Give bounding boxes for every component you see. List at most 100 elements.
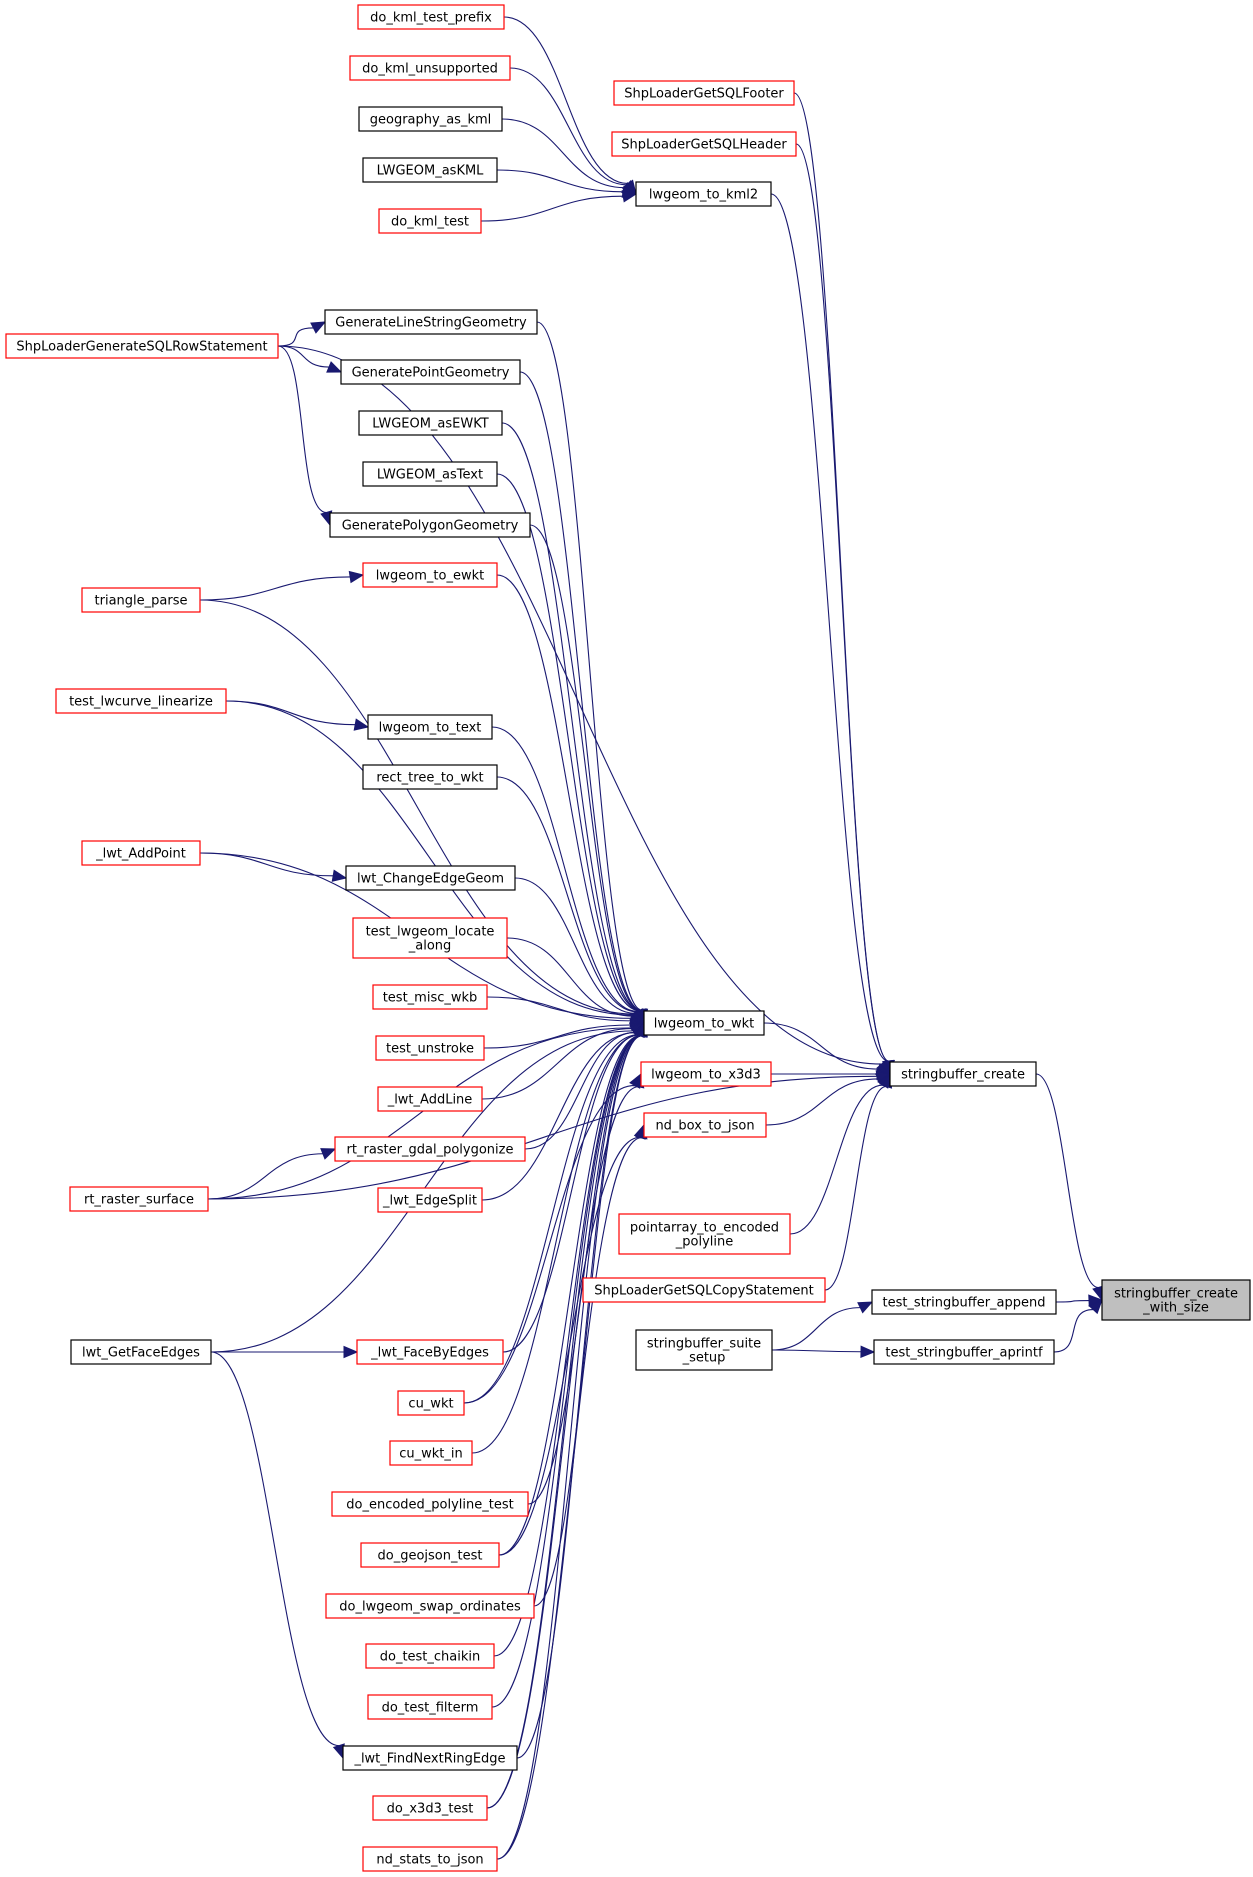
graph-node-x3d3[interactable]: lwgeom_to_x3d3 xyxy=(640,1061,772,1087)
node-label: rt_raster_gdal_polygonize xyxy=(347,1143,514,1158)
node-label: GenerateLineStringGeometry xyxy=(335,316,527,331)
node-box xyxy=(324,309,538,335)
arrowhead-icon xyxy=(860,1345,876,1358)
graph-node-changeedge[interactable]: lwt_ChangeEdgeGeom xyxy=(345,865,516,891)
graph-node-test-append[interactable]: test_stringbuffer_append xyxy=(871,1289,1057,1315)
edge-line xyxy=(496,169,624,193)
edge-line xyxy=(463,1084,635,1404)
graph-node-sb-create[interactable]: stringbuffer_create xyxy=(889,1061,1037,1087)
edge-line xyxy=(493,1035,642,1657)
graph-node-triangle[interactable]: triangle_parse xyxy=(81,587,201,613)
arrowhead-icon xyxy=(1088,1299,1103,1315)
graph-node-kml2[interactable]: lwgeom_to_kml2 xyxy=(635,181,772,207)
graph-node-test-aprintf[interactable]: test_stringbuffer_aprintf xyxy=(873,1339,1055,1365)
graph-node-cu-wkt-in[interactable]: cu_wkt_in xyxy=(389,1440,473,1466)
graph-node-nextring[interactable]: _lwt_FindNextRingEdge xyxy=(342,1745,518,1771)
edge-line xyxy=(199,599,635,1015)
graph-node-encpoly[interactable]: pointarray_to_encoded_polyline xyxy=(618,1213,791,1255)
graph-node-x3d3-test[interactable]: do_x3d3_test xyxy=(372,1795,488,1821)
graph-node-astext[interactable]: LWGEOM_asText xyxy=(362,461,498,487)
graph-node-misc-wkb[interactable]: test_misc_wkb xyxy=(372,984,488,1010)
graph-node-to-text[interactable]: lwgeom_to_text xyxy=(367,714,493,740)
node-box xyxy=(357,4,505,30)
edge-line xyxy=(491,726,639,1012)
node-label: rect_tree_to_wkt xyxy=(376,771,483,786)
node-box xyxy=(873,1339,1055,1365)
node-box xyxy=(358,106,503,132)
node-box xyxy=(345,865,516,891)
graph-node-kml-prefix[interactable]: do_kml_test_prefix xyxy=(357,4,505,30)
node-label: do_test_filterm xyxy=(382,1701,479,1716)
graph-node-to-wkt[interactable]: lwgeom_to_wkt xyxy=(643,1010,765,1036)
node-box xyxy=(365,1643,495,1669)
call-edge xyxy=(480,190,638,222)
edge-line xyxy=(486,1086,639,1809)
call-edge xyxy=(763,1022,892,1075)
graph-node-encpoly-test[interactable]: do_encoded_polyline_test xyxy=(331,1491,529,1517)
graph-node-geog-kml[interactable]: geography_as_kml xyxy=(358,106,503,132)
node-box xyxy=(611,131,797,157)
call-edge xyxy=(277,345,333,527)
graph-node-copystmt[interactable]: ShpLoaderGetSQLCopyStatement xyxy=(582,1277,826,1303)
graph-node-facebyedges[interactable]: _lwt_FaceByEdges xyxy=(356,1339,504,1365)
node-box xyxy=(55,688,227,714)
edge-line xyxy=(514,877,636,1014)
graph-node-getface[interactable]: lwt_GetFaceEdges xyxy=(70,1339,212,1365)
call-edge xyxy=(506,937,646,1024)
node-box xyxy=(362,1846,498,1872)
edge-line xyxy=(502,1034,639,1353)
graph-node-addline[interactable]: _lwt_AddLine xyxy=(377,1086,483,1112)
graph-node-addpoint[interactable]: _lwt_AddPoint xyxy=(81,840,201,866)
edge-line xyxy=(824,1085,887,1291)
graph-node-to-ewkt[interactable]: lwgeom_to_ewkt xyxy=(362,562,498,588)
graph-node-recttree[interactable]: rect_tree_to_wkt xyxy=(362,764,498,790)
node-box xyxy=(362,461,498,487)
node-box xyxy=(643,1112,767,1138)
graph-node-kml-test[interactable]: do_kml_test xyxy=(378,208,482,234)
graph-node-asewkt[interactable]: LWGEOM_asEWKT xyxy=(358,410,503,436)
node-box xyxy=(334,1136,526,1162)
call-edge xyxy=(210,1345,359,1359)
edge-line xyxy=(770,193,889,1062)
node-box xyxy=(1101,1279,1251,1321)
graph-node-curve-lin[interactable]: test_lwcurve_linearize xyxy=(55,688,227,714)
call-edge xyxy=(770,193,895,1076)
graph-node-locate[interactable]: test_lwgeom_locate_along xyxy=(352,917,508,959)
node-box xyxy=(367,1694,493,1720)
graph-node-ndbox[interactable]: nd_box_to_json xyxy=(643,1112,767,1138)
graph-node-genpoly[interactable]: GeneratePolygonGeometry xyxy=(329,512,531,538)
graph-node-sqlfooter[interactable]: ShpLoaderGetSQLFooter xyxy=(613,80,795,106)
edge-line xyxy=(509,67,627,186)
graph-node-rowstmt[interactable]: ShpLoaderGenerateSQLRowStatement xyxy=(5,333,279,359)
graph-node-cu-wkt[interactable]: cu_wkt xyxy=(397,1390,465,1416)
call-edge xyxy=(1035,1073,1105,1302)
edge-line xyxy=(496,473,641,1011)
graph-node-gdalpoly[interactable]: rt_raster_gdal_polygonize xyxy=(334,1136,526,1162)
graph-node-root[interactable]: stringbuffer_create_with_size xyxy=(1101,1279,1251,1321)
node-label: _lwt_FaceByEdges xyxy=(370,1346,489,1361)
graph-node-ndstats[interactable]: nd_stats_to_json xyxy=(362,1846,498,1872)
node-label: stringbuffer_create xyxy=(901,1068,1025,1083)
graph-node-chaikin[interactable]: do_test_chaikin xyxy=(365,1643,495,1669)
node-box xyxy=(582,1277,826,1303)
graph-node-edgesplit[interactable]: _lwt_EdgeSplit xyxy=(377,1187,483,1213)
graph-node-filterm[interactable]: do_test_filterm xyxy=(367,1694,493,1720)
graph-node-lw-askml[interactable]: LWGEOM_asKML xyxy=(362,157,498,183)
edge-line xyxy=(763,1022,878,1070)
call-edge xyxy=(771,1301,874,1351)
graph-node-swap[interactable]: do_lwgeom_swap_ordinates xyxy=(325,1593,535,1619)
graph-node-suite[interactable]: stringbuffer_suite_setup xyxy=(635,1329,773,1371)
node-label: _lwt_AddLine xyxy=(387,1093,473,1108)
graph-node-genpoint[interactable]: GeneratePointGeometry xyxy=(340,359,521,385)
edge-line xyxy=(496,1035,642,1860)
graph-node-genline[interactable]: GenerateLineStringGeometry xyxy=(324,309,538,335)
graph-node-unstroke[interactable]: test_unstroke xyxy=(375,1035,485,1061)
node-label: cu_wkt_in xyxy=(399,1447,463,1462)
edge-line xyxy=(501,422,642,1011)
edge-line xyxy=(1053,1309,1094,1353)
graph-node-geojson[interactable]: do_geojson_test xyxy=(360,1542,500,1568)
graph-node-surface[interactable]: rt_raster_surface xyxy=(69,1186,209,1212)
node-label: LWGEOM_asText xyxy=(377,468,483,483)
graph-node-kml-unsup[interactable]: do_kml_unsupported xyxy=(349,55,511,81)
graph-node-sqlheader[interactable]: ShpLoaderGetSQLHeader xyxy=(611,131,797,157)
